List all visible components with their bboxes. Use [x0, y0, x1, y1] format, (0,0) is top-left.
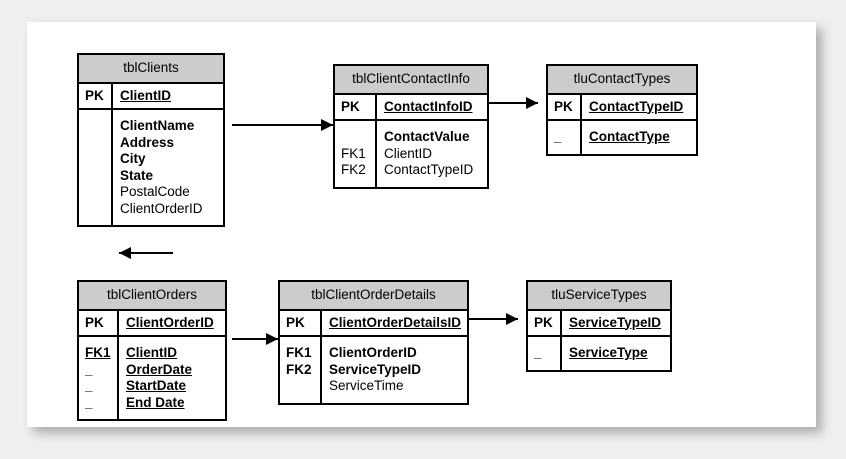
entity-attributes-section: FK1 _ _ _ ClientID OrderDate StartDate E… — [79, 335, 225, 419]
attr-servicetime: ServiceTime — [329, 378, 404, 393]
attr-fields-tblclients: ClientName Address City State PostalCode… — [113, 110, 223, 225]
attr-keys-tblclientcontactinfo: FK1 FK2 — [335, 121, 377, 187]
entity-pk-section: PK ClientID — [79, 83, 223, 108]
attr-address: Address — [120, 134, 175, 150]
attr-fields-tblclientorders: ClientID OrderDate StartDate End Date — [119, 337, 225, 419]
entity-title-tblclientcontactinfo: tblClientContactInfo — [335, 66, 487, 95]
entity-pk-section: PK ClientOrderID — [79, 310, 225, 335]
attr-fields-tluservicetypes: ServiceType — [562, 337, 670, 370]
attr-key-fk2: FK2 — [341, 162, 366, 177]
pk-key-tluservicetypes: PK — [528, 310, 562, 335]
entity-pk-section: PK ClientOrderDetailsID — [280, 310, 467, 335]
attr-key-fk1: FK1 — [85, 345, 111, 360]
attr-key-blank — [286, 378, 316, 395]
pk-key-tblclientcontactinfo: PK — [335, 94, 377, 119]
attr-key-dash: _ — [554, 129, 562, 144]
entity-tblclientorderdetails[interactable]: tblClientOrderDetails PK ClientOrderDeta… — [278, 280, 469, 405]
attr-key-fk2: FK2 — [286, 361, 312, 377]
attr-postalcode: PostalCode — [120, 184, 190, 199]
pk-field-tblclientorderdetails: ClientOrderDetailsID — [329, 314, 462, 330]
attr-state: State — [120, 167, 154, 183]
attr-fields-tlucontacttypes: ContactType — [582, 121, 696, 154]
entity-attributes-section: _ ServiceType — [528, 335, 670, 370]
attr-clientid: ClientID — [126, 345, 178, 360]
attr-key-fk1: FK1 — [341, 145, 366, 161]
attr-key-dash2: _ — [85, 378, 93, 393]
attr-enddate: End Date — [126, 394, 185, 410]
attr-key-dash: _ — [534, 345, 542, 360]
attr-servicetype: ServiceType — [569, 345, 648, 360]
entity-tblclients[interactable]: tblClients PK ClientID ClientName Addres… — [77, 53, 225, 227]
attr-fields-tblclientcontactinfo: ContactValue ClientID ContactTypeID — [377, 121, 487, 187]
entity-tblclientorders[interactable]: tblClientOrders PK ClientOrderID FK1 _ _… — [77, 280, 227, 421]
pk-key-tlucontacttypes: PK — [548, 94, 582, 119]
pk-key-tblclientorders: PK — [79, 310, 119, 335]
attr-contacttypeid: ContactTypeID — [384, 162, 474, 177]
entity-attributes-section: FK1 FK2 ContactValue ClientID ContactTyp… — [335, 119, 487, 187]
entity-pk-section: PK ContactInfoID — [335, 94, 487, 119]
entity-title-tluservicetypes: tluServiceTypes — [528, 282, 670, 311]
attr-fields-tblclientorderdetails: ClientOrderID ServiceTypeID ServiceTime — [322, 337, 467, 403]
entity-title-tblclientorderdetails: tblClientOrderDetails — [280, 282, 467, 311]
pk-field-tblclients: ClientID — [120, 87, 172, 103]
attr-startdate: StartDate — [126, 378, 187, 393]
attr-key-blank — [341, 129, 371, 146]
pk-key-tblclientorderdetails: PK — [280, 310, 322, 335]
attr-key-dash1: _ — [85, 361, 93, 377]
entity-title-tblclients: tblClients — [79, 55, 223, 84]
pk-field-tblclientcontactinfo: ContactInfoID — [384, 98, 473, 114]
attr-keys-tblclients — [79, 110, 113, 225]
entity-attributes-section: _ ContactType — [548, 119, 696, 154]
attr-keys-tblclientorderdetails: FK1 FK2 — [280, 337, 322, 403]
attr-orderdate: OrderDate — [126, 361, 193, 377]
attr-contacttype: ContactType — [589, 129, 670, 144]
entity-tblclientcontactinfo[interactable]: tblClientContactInfo PK ContactInfoID FK… — [333, 64, 489, 189]
attr-clientid: ClientID — [384, 145, 433, 161]
attr-keys-tblclientorders: FK1 _ _ _ — [79, 337, 119, 419]
entity-tluservicetypes[interactable]: tluServiceTypes PK ServiceTypeID _ Servi… — [526, 280, 672, 372]
entity-pk-section: PK ContactTypeID — [548, 94, 696, 119]
attr-clientorderid: ClientOrderID — [329, 345, 417, 360]
attr-city: City — [120, 151, 146, 166]
attr-keys-tlucontacttypes: _ — [548, 121, 582, 154]
pk-field-tblclientorders: ClientOrderID — [126, 314, 214, 330]
entity-attributes-section: FK1 FK2 ClientOrderID ServiceTypeID Serv… — [280, 335, 467, 403]
entity-title-tblclientorders: tblClientOrders — [79, 282, 225, 311]
entity-tlucontacttypes[interactable]: tluContactTypes PK ContactTypeID _ Conta… — [546, 64, 698, 156]
entity-pk-section: PK ServiceTypeID — [528, 310, 670, 335]
entity-title-tlucontacttypes: tluContactTypes — [548, 66, 696, 95]
pk-key-tblclients: PK — [79, 83, 113, 108]
attr-keys-tluservicetypes: _ — [528, 337, 562, 370]
pk-field-tluservicetypes: ServiceTypeID — [569, 314, 662, 330]
attr-clientname: ClientName — [120, 118, 195, 133]
attr-clientorderid: ClientOrderID — [120, 200, 203, 216]
attr-contactvalue: ContactValue — [384, 129, 470, 144]
pk-field-tlucontacttypes: ContactTypeID — [589, 98, 684, 114]
attr-key-fk1: FK1 — [286, 345, 312, 360]
attr-key-dash3: _ — [85, 394, 93, 410]
attr-servicetypeid: ServiceTypeID — [329, 361, 422, 377]
entity-attributes-section: ClientName Address City State PostalCode… — [79, 108, 223, 225]
